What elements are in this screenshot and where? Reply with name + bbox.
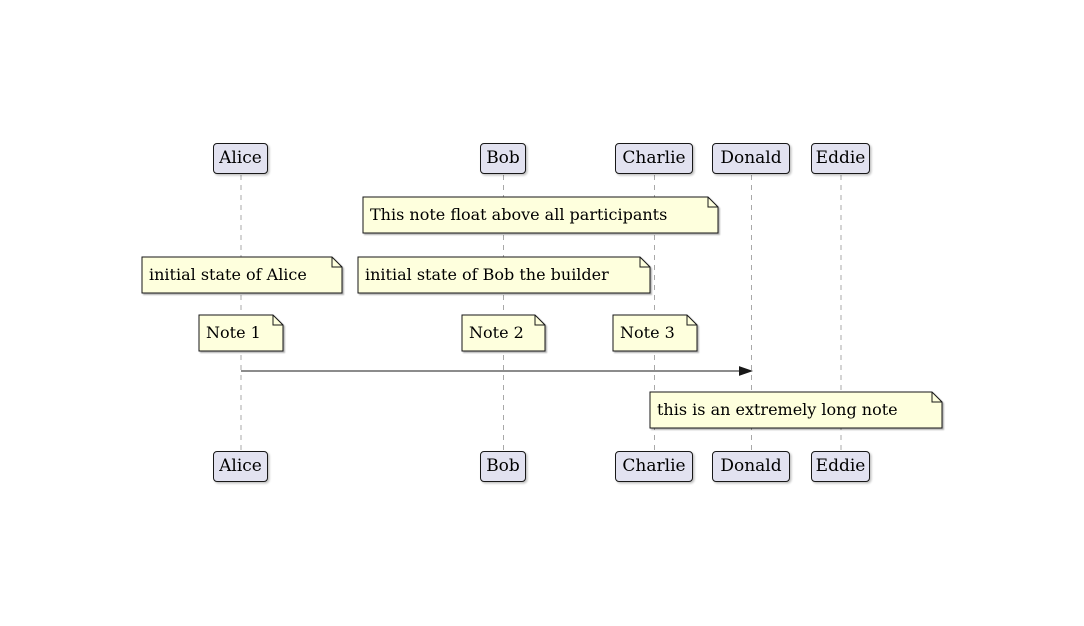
- note-bob-text: initial state of Bob the builder: [365, 265, 609, 284]
- note-shape-bob: [357, 256, 651, 294]
- note-fold-icon: [707, 197, 718, 208]
- participant-charlie-bottom: Charlie: [615, 451, 693, 482]
- note-fold-icon: [331, 257, 342, 268]
- participant-donald-bottom: Donald: [712, 451, 790, 482]
- note-shape-2: [461, 314, 546, 352]
- note-body: [198, 314, 284, 352]
- note-long-text: this is an extremely long note: [657, 400, 898, 419]
- note-shape-3: [612, 314, 698, 352]
- message-arrow-alice-to-donald: [241, 366, 754, 376]
- participant-eddie-bottom: Eddie: [811, 451, 870, 482]
- note-body: [649, 391, 943, 429]
- note-body: [362, 196, 719, 234]
- arrowhead-icon: [739, 366, 754, 376]
- note-shape-float: [362, 196, 719, 234]
- participant-alice-top: Alice: [213, 143, 268, 174]
- participant-bob-top: Bob: [480, 143, 526, 174]
- note-fold-icon: [272, 315, 283, 326]
- note-shape-long: [649, 391, 943, 429]
- note-fold-icon: [931, 392, 942, 403]
- note-body: [141, 256, 343, 294]
- note-body: [357, 256, 651, 294]
- note-fold-icon: [639, 257, 650, 268]
- participant-eddie-top: Eddie: [811, 143, 870, 174]
- participant-alice-bottom: Alice: [213, 451, 268, 482]
- note-body: [461, 314, 546, 352]
- note-alice-text: initial state of Alice: [149, 265, 307, 284]
- note-shape-1: [198, 314, 284, 352]
- note-2-text: Note 2: [469, 323, 524, 342]
- note-3-text: Note 3: [620, 323, 675, 342]
- note-body: [612, 314, 698, 352]
- note-fold-icon: [686, 315, 697, 326]
- participant-bob-bottom: Bob: [480, 451, 526, 482]
- note-1-text: Note 1: [206, 323, 261, 342]
- participant-charlie-top: Charlie: [615, 143, 693, 174]
- participant-donald-top: Donald: [712, 143, 790, 174]
- note-fold-icon: [534, 315, 545, 326]
- note-float-text: This note float above all participants: [370, 205, 668, 224]
- note-shape-alice: [141, 256, 343, 294]
